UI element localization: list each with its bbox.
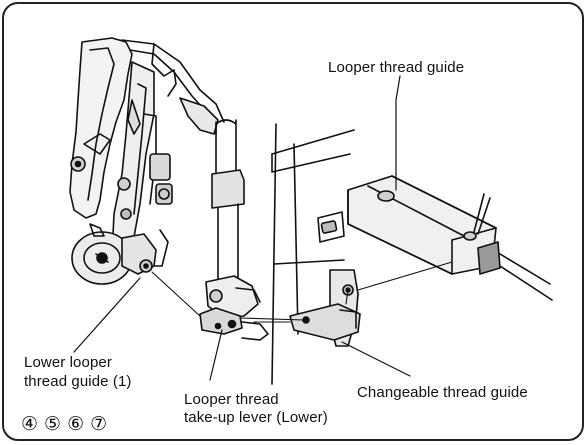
diagram-frame: Looper thread guide Lower looper thread …	[2, 2, 584, 441]
thread-lines	[151, 261, 453, 323]
lower-looper-guide-label-line1: Lower looper	[24, 354, 112, 371]
vertical-post	[211, 119, 245, 295]
step-number: ⑥	[67, 413, 85, 435]
takeup-lever-assembly	[199, 275, 269, 341]
looper-guide-block	[347, 175, 553, 301]
looper-thread-guide-label: Looper thread guide	[328, 59, 465, 76]
takeup-lever-label-line1: Looper thread	[184, 391, 279, 408]
leader-lines	[73, 75, 411, 381]
step-number: ⑦	[90, 413, 108, 435]
step-number: ⑤	[44, 413, 62, 435]
changeable-thread-guide-label: Changeable thread guide	[357, 384, 528, 401]
machine-illustration	[69, 37, 553, 385]
looper-mechanism	[69, 37, 225, 285]
step-number: ④	[21, 413, 39, 435]
machine-body	[271, 123, 355, 385]
step-number-list: ④ ⑤ ⑥ ⑦	[21, 413, 107, 435]
changeable-guide-plate	[289, 269, 361, 347]
takeup-lever-label-line2: take-up lever (Lower)	[184, 409, 328, 426]
lower-looper-guide-label-line2: thread guide (1)	[24, 373, 132, 390]
